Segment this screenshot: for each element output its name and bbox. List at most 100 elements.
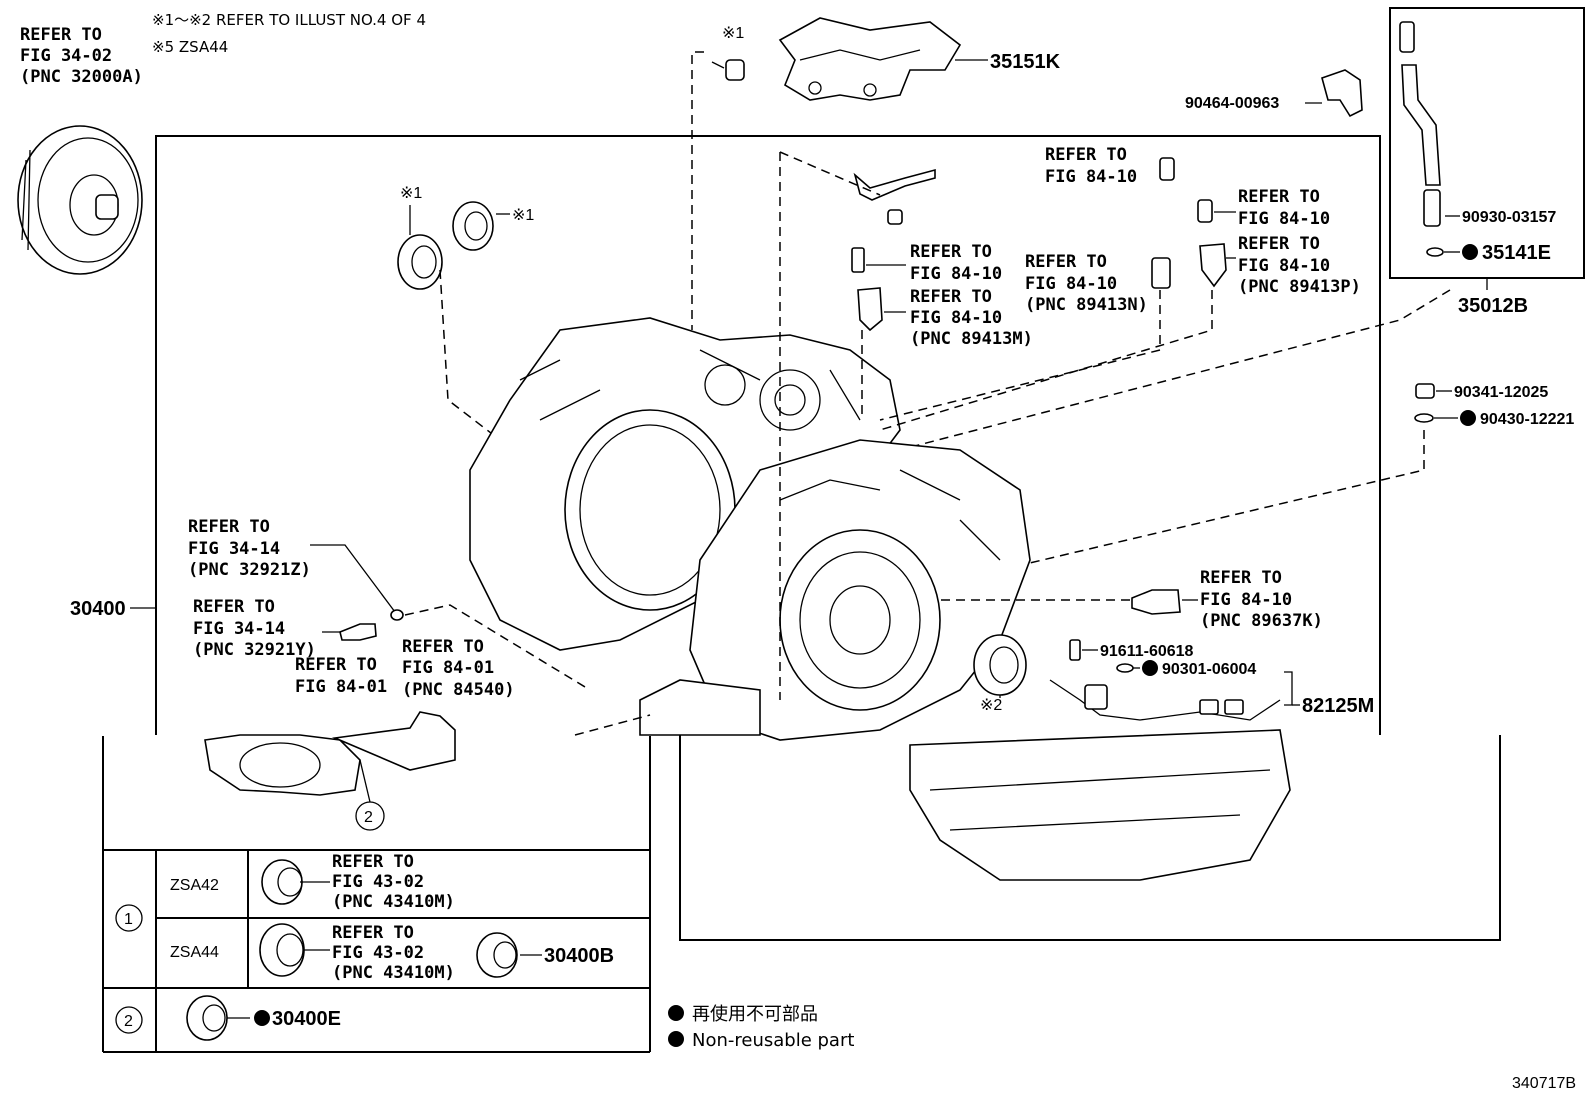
bearing-icon — [261, 859, 303, 905]
mark-2-seal: ※2 — [980, 697, 1002, 714]
wire-harness-icon — [1049, 639, 1281, 721]
svg-text:(PNC 89413N): (PNC 89413N) — [1025, 295, 1148, 315]
svg-text:FIG 34-02: FIG 34-02 — [20, 46, 112, 66]
svg-text:FIG 34-14: FIG 34-14 — [193, 619, 285, 639]
torque-converter-icon — [17, 125, 143, 275]
svg-text:FIG 84-10: FIG 84-10 — [1238, 209, 1330, 229]
bell-housing-detail-icon — [204, 711, 456, 796]
pressure-switch-icon — [1131, 589, 1181, 615]
mark-1-seal-b: ※1 — [512, 207, 534, 224]
mark-1-top: ※1 — [722, 25, 744, 42]
refer-84-01-a-label: REFER TO FIG 84-01 — [295, 655, 387, 697]
non-reusable-dot — [1462, 244, 1478, 260]
svg-text:(PNC 32000A): (PNC 32000A) — [20, 67, 143, 87]
refer-fitting-label: REFER TO FIG 34-14 (PNC 32921Y) — [193, 597, 316, 660]
svg-text:FIG 43-02: FIG 43-02 — [332, 943, 424, 963]
bearing-3-icon — [476, 932, 518, 978]
svg-text:REFER TO: REFER TO — [188, 517, 270, 537]
valve-body-icon — [639, 679, 761, 736]
svg-text:1: 1 — [124, 911, 133, 928]
oil-seal-2-icon — [973, 634, 1027, 696]
svg-text:REFER TO: REFER TO — [1238, 187, 1320, 207]
callout-2-label: 2 — [364, 809, 373, 826]
refer-bolt-right-label: REFER TO FIG 84-10 — [1238, 187, 1330, 229]
speed-sensor-p-icon — [1197, 199, 1227, 288]
svg-text:REFER TO: REFER TO — [1025, 252, 1107, 272]
legend-en: Non-reusable part — [692, 1030, 854, 1051]
refer-bolt-top-label: REFER TO FIG 84-10 — [1045, 145, 1137, 187]
svg-text:FIG 84-10: FIG 84-10 — [1025, 274, 1117, 294]
hose-assy-part-number: 35012B — [1458, 295, 1528, 317]
svg-text:(PNC 89413P): (PNC 89413P) — [1238, 277, 1361, 297]
transaxle-housing-icon — [469, 317, 901, 651]
svg-text:FIG 84-01: FIG 84-01 — [402, 658, 494, 678]
variant-table — [102, 736, 651, 1053]
svg-text:FIG 43-02: FIG 43-02 — [332, 872, 424, 892]
bracket-small-icon — [853, 168, 936, 225]
refer-sensor-m-label: REFER TO FIG 84-10 (PNC 89413M) — [910, 287, 1033, 349]
clamp-icon — [1321, 69, 1363, 118]
harness-part-number: 82125M — [1302, 695, 1374, 717]
row-1-index — [115, 904, 143, 932]
hose-sub-frame — [1389, 7, 1585, 279]
svg-text:REFER TO: REFER TO — [402, 637, 484, 657]
svg-text:REFER TO: REFER TO — [193, 597, 275, 617]
note-model: ※5 ZSA44 — [152, 38, 228, 56]
legend-dot-en — [668, 1031, 684, 1047]
lower-right-frame — [679, 735, 1501, 941]
row-1b-part: 30400B — [544, 945, 614, 967]
refer-sensor-n-label: REFER TO FIG 84-10 (PNC 89413N) — [1025, 252, 1148, 315]
main-assembly-frame — [155, 135, 1381, 735]
refer-sensor-p-label: REFER TO FIG 84-10 (PNC 89413P) — [1238, 234, 1361, 297]
row-2-part: 30400E — [272, 1008, 341, 1030]
bearing-2-icon — [259, 923, 305, 977]
gear-case-icon — [689, 439, 1031, 741]
svg-text:FIG 84-10: FIG 84-10 — [910, 264, 1002, 284]
bracket-icon — [778, 17, 962, 101]
svg-text:REFER TO: REFER TO — [20, 25, 102, 45]
svg-text:REFER TO: REFER TO — [1200, 568, 1282, 588]
bracket-part-number: 35151K — [990, 51, 1061, 73]
svg-text:FIG 84-10: FIG 84-10 — [1238, 256, 1330, 276]
bolt-icon — [711, 59, 745, 81]
mark-1-seal-a: ※1 — [400, 185, 422, 202]
svg-text:(PNC 43410M): (PNC 43410M) — [332, 963, 455, 983]
illustration-id: 340717B — [1512, 1075, 1576, 1092]
svg-text:2: 2 — [124, 1013, 133, 1030]
row-1b-model: ZSA44 — [170, 944, 219, 961]
svg-text:(PNC 84540): (PNC 84540) — [402, 680, 515, 700]
clamp-part-number: 90464-00963 — [1185, 95, 1279, 112]
refer-84-01-b-label: REFER TO FIG 84-01 (PNC 84540) — [402, 637, 515, 700]
drain-plug-icon — [1414, 383, 1435, 423]
svg-text:REFER TO: REFER TO — [332, 923, 414, 943]
oil-pan-icon — [909, 729, 1291, 881]
refer-switch-label: REFER TO FIG 84-10 (PNC 89637K) — [1200, 568, 1323, 631]
row-2-index — [115, 1006, 143, 1034]
plug-gasket-part-number: 90430-12221 — [1480, 411, 1574, 428]
fitting-icon — [339, 623, 377, 641]
torque-ref-label: REFER TO FIG 34-02 (PNC 32000A) — [20, 25, 143, 87]
speed-sensor-n-icon — [1151, 157, 1175, 289]
bolt-part-number: 91611-60618 — [1100, 643, 1194, 660]
row-1b-ref: REFER TO FIG 43-02 (PNC 43410M) — [332, 923, 455, 983]
svg-text:FIG 84-10: FIG 84-10 — [1045, 167, 1137, 187]
svg-text:FIG 84-10: FIG 84-10 — [1200, 590, 1292, 610]
svg-text:(PNC 32921Z): (PNC 32921Z) — [188, 560, 311, 580]
svg-text:REFER TO: REFER TO — [295, 655, 377, 675]
refer-oil-seal-label: REFER TO FIG 34-14 (PNC 32921Z) — [188, 517, 311, 580]
svg-text:FIG 84-01: FIG 84-01 — [295, 677, 387, 697]
svg-text:(PNC 89637K): (PNC 89637K) — [1200, 611, 1323, 631]
speed-sensor-m-icon — [851, 247, 883, 332]
breather-part-number: 90930-03157 — [1462, 209, 1556, 226]
svg-text:REFER TO: REFER TO — [332, 852, 414, 872]
gasket-part-number: 35141E — [1482, 242, 1551, 264]
svg-text:REFER TO: REFER TO — [910, 287, 992, 307]
row-1a-ref: REFER TO FIG 43-02 (PNC 43410M) — [332, 852, 455, 912]
svg-text:(PNC 89413M): (PNC 89413M) — [910, 329, 1033, 349]
legend-jp: 再使用不可部品 — [692, 1004, 818, 1025]
svg-text:REFER TO: REFER TO — [1045, 145, 1127, 165]
svg-text:FIG 34-14: FIG 34-14 — [188, 539, 280, 559]
svg-text:REFER TO: REFER TO — [1238, 234, 1320, 254]
svg-text:(PNC 32921Y): (PNC 32921Y) — [193, 640, 316, 660]
